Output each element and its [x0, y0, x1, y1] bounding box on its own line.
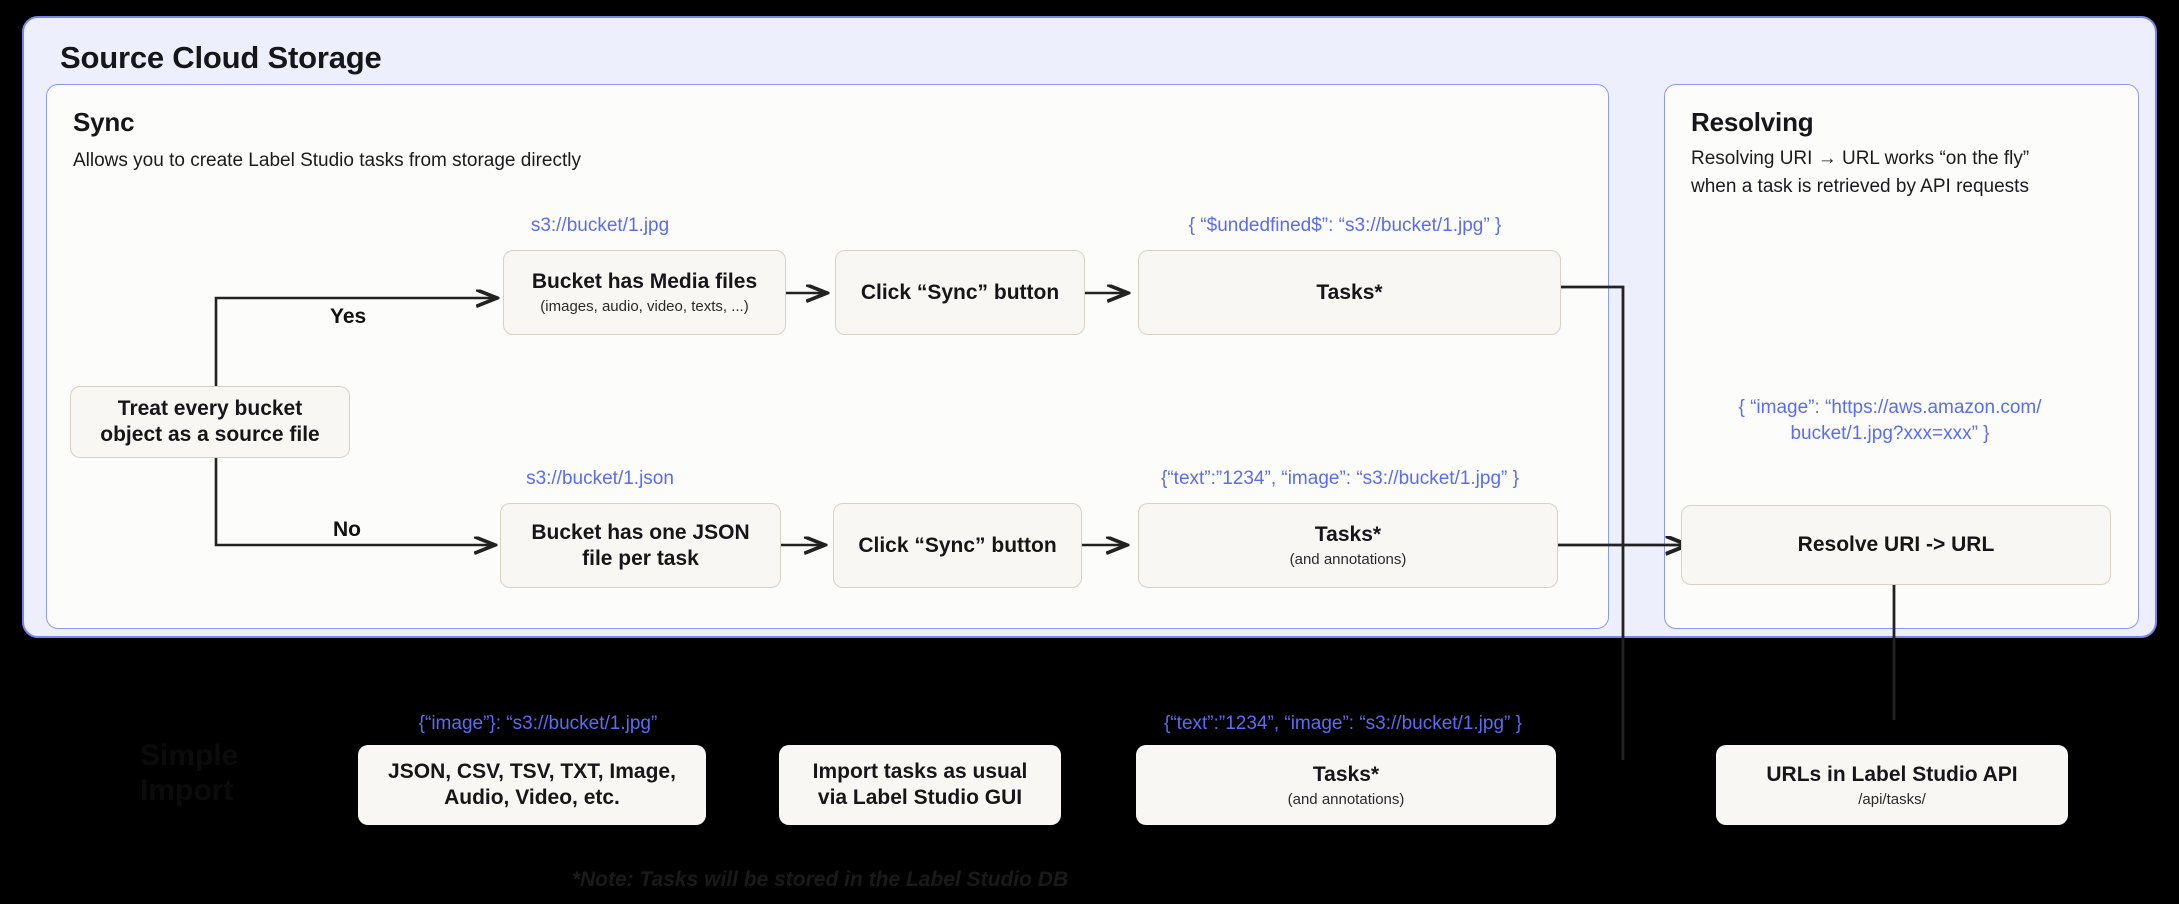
- node-label-main: Import tasks as usual via Label Studio G…: [812, 759, 1028, 809]
- node-label-main: Tasks*: [1312, 762, 1380, 786]
- node-label-main: Resolve URI -> URL: [1797, 533, 1995, 557]
- sync-card-subtitle: Allows you to create Label Studio tasks …: [73, 150, 581, 171]
- node-import-tasks-gui[interactable]: Import tasks as usual via Label Studio G…: [779, 745, 1061, 825]
- node-label-main: Bucket has Media files: [531, 270, 758, 294]
- annotation-uri-json: s3://bucket/1.json: [526, 468, 674, 489]
- node-label-sub: (and annotations): [1287, 791, 1405, 809]
- annotation-uri-jpg: s3://bucket/1.jpg: [530, 215, 670, 236]
- node-label-sub: (images, audio, video, texts, ...): [540, 297, 749, 315]
- node-label-main: Click “Sync” button: [860, 280, 1060, 304]
- node-label-sub: /api/tasks/: [1858, 791, 1926, 809]
- node-resolve-uri-to-url[interactable]: Resolve URI -> URL: [1681, 505, 2111, 585]
- node-supported-formats[interactable]: JSON, CSV, TSV, TXT, Image, Audio, Video…: [358, 745, 706, 825]
- decision-node-treat-bucket-object[interactable]: Treat every bucket object as a source fi…: [70, 386, 350, 458]
- footer-note: *Note: Tasks will be stored in the Label…: [571, 868, 1069, 891]
- annotation-task-json-text-image: {“text”:”1234”, “image”: “s3://bucket/1.…: [1161, 468, 1519, 489]
- node-label-main: Click “Sync” button: [858, 533, 1057, 557]
- node-urls-in-label-studio-api[interactable]: URLs in Label Studio API /api/tasks/: [1716, 745, 2068, 825]
- node-tasks-bottom[interactable]: Tasks* (and annotations): [1136, 745, 1556, 825]
- annotation-bottom-tasks-json: {“text”:”1234”, “image”: “s3://bucket/1.…: [1164, 713, 1522, 734]
- node-tasks-row2[interactable]: Tasks* (and annotations): [1138, 503, 1558, 588]
- resolving-card-subtitle: Resolving URI → URL works “on the fly” w…: [1691, 148, 2030, 197]
- node-label-sub: (and annotations): [1289, 550, 1407, 568]
- node-label-main: JSON, CSV, TSV, TXT, Image, Audio, Video…: [388, 759, 676, 809]
- node-bucket-has-media-files[interactable]: Bucket has Media files (images, audio, v…: [503, 250, 786, 335]
- node-label-main: URLs in Label Studio API: [1766, 762, 2018, 786]
- simple-import-title: Simple Import: [140, 739, 239, 808]
- node-label-main: Tasks*: [1314, 523, 1382, 547]
- sync-card-title: Sync: [73, 107, 135, 137]
- node-label-main: Tasks*: [1316, 280, 1383, 304]
- node-label-main: Bucket has one JSON file per task: [531, 520, 750, 570]
- edge-label-yes: Yes: [330, 305, 367, 328]
- resolving-card-title: Resolving: [1691, 107, 1814, 137]
- annotation-bottom-image-uri: {“image”}: “s3://bucket/1.jpg”: [418, 713, 658, 734]
- node-click-sync-button-1[interactable]: Click “Sync” button: [835, 250, 1085, 335]
- node-click-sync-button-2[interactable]: Click “Sync” button: [833, 503, 1082, 588]
- decision-node-label: Treat every bucket object as a source fi…: [100, 397, 320, 446]
- node-tasks-row1[interactable]: Tasks*: [1138, 250, 1561, 335]
- annotation-task-json-undefined: { “$undedfined$”: “s3://bucket/1.jpg” }: [1188, 215, 1502, 236]
- page-title: Source Cloud Storage: [60, 40, 382, 75]
- node-bucket-has-one-json-file[interactable]: Bucket has one JSON file per task: [500, 503, 781, 588]
- edge-label-no: No: [333, 518, 361, 541]
- annotation-resolved-url: { “image”: “https://aws.amazon.com/ buck…: [1738, 397, 2042, 444]
